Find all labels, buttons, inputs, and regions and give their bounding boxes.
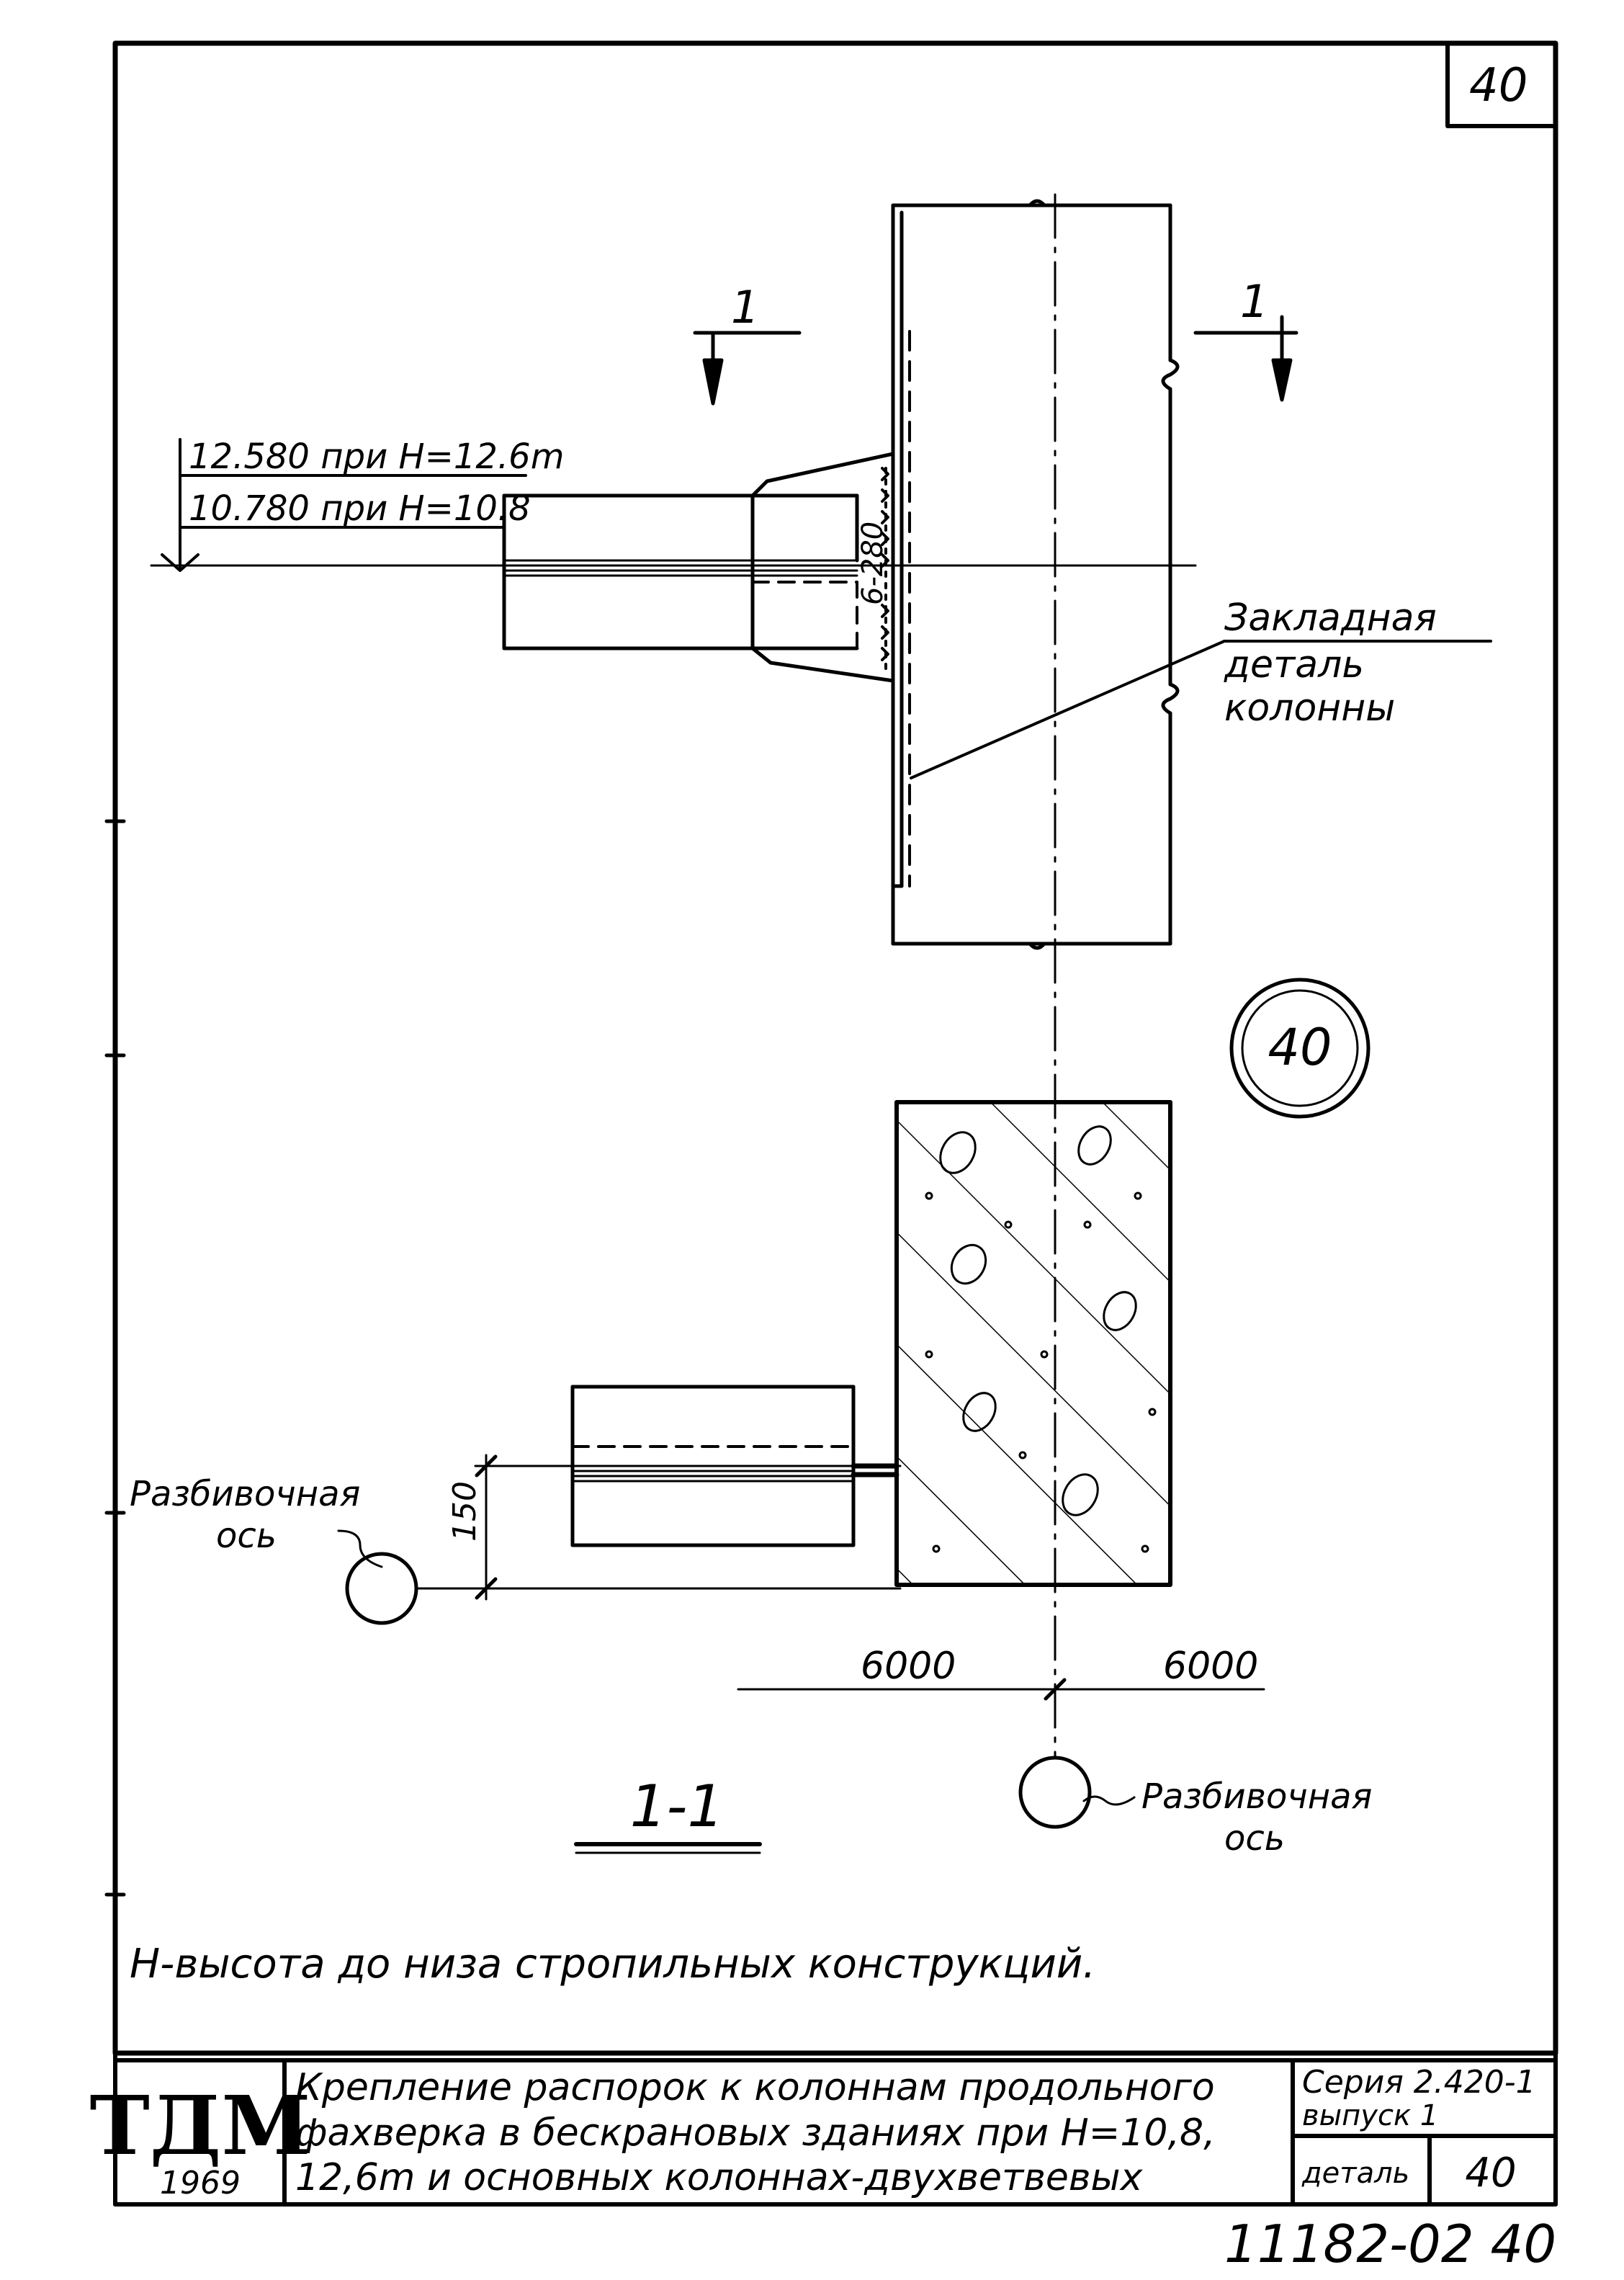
section-mark-right: 1 — [1240, 275, 1268, 328]
dim-150-label: 150 — [447, 1481, 483, 1542]
section-mark-left: 1 — [731, 281, 759, 334]
axis-label-left-2: ось — [216, 1516, 277, 1556]
axis-bubble-right — [1018, 1756, 1092, 1829]
detail-circle-label: 40 — [1268, 1018, 1332, 1077]
title-block — [113, 2051, 1558, 2207]
sheet-frame — [112, 40, 1558, 2056]
section-cut-right — [1193, 315, 1298, 402]
title-line-1: Крепление распорок к колоннам продольног… — [295, 2066, 1215, 2109]
concrete-aggregate — [925, 1125, 1157, 1553]
embedded-plate — [891, 210, 904, 888]
embedded-part-label-3: колонны — [1224, 687, 1395, 730]
column-section — [894, 1100, 1172, 1587]
axis-leader-left — [337, 1529, 383, 1568]
elevation-label-lower: 10.780 при H=10.8 — [189, 488, 531, 529]
elevation-label-upper: 12.580 при H=12.6m — [189, 437, 564, 477]
elevation-marker — [150, 438, 1197, 572]
height-note: H-высота до низа стропильных конструкций… — [130, 1941, 1095, 1988]
strut-elevation — [502, 493, 859, 651]
title-line-3: 12,6m и основных колоннах-двухветвевых — [295, 2156, 1144, 2199]
gusset-plate — [750, 452, 895, 683]
dim-6000-right-label: 6000 — [1163, 1645, 1258, 1688]
section-title: 1-1 — [630, 1773, 724, 1840]
axis-label-right-2: ось — [1224, 1818, 1285, 1859]
dimension-150 — [474, 1454, 902, 1601]
sheet-number: 40 — [1469, 59, 1527, 112]
section-cut-left — [693, 331, 802, 406]
title-block-logo: ТДМ — [90, 2079, 311, 2173]
detail-circle-outer — [1229, 978, 1370, 1119]
weld-marks — [881, 467, 889, 671]
series-line-2: выпуск 1 — [1302, 2099, 1438, 2132]
dimension-6000 — [737, 1678, 1265, 1701]
gusset-hidden-outline — [751, 581, 858, 650]
column-elevation — [891, 199, 1180, 950]
axis-label-left-1: Разбивочная — [130, 1474, 360, 1514]
embedded-part-label-1: Закладная — [1224, 596, 1437, 640]
title-block-year: 1969 — [160, 2165, 241, 2201]
sheet-number-box — [1445, 41, 1558, 128]
detail-circle-inner — [1241, 989, 1359, 1107]
title-line-2: фахверка в бескрановых зданиях при H=10,… — [295, 2111, 1216, 2155]
embedded-part-label-2: деталь — [1224, 643, 1364, 687]
column-section-hatch — [897, 1102, 1170, 1585]
embedded-part-leader — [910, 640, 1226, 779]
weld-label: 6-280 — [856, 522, 889, 605]
detail-label: деталь — [1301, 2157, 1409, 2190]
axis-label-right-1: Разбивочная — [1141, 1776, 1372, 1817]
dim-6000-left-label: 6000 — [861, 1645, 956, 1688]
axis-bubble-left — [345, 1552, 418, 1625]
axis-leader-right — [1082, 1795, 1136, 1806]
series-line-1: Серия 2.420-1 — [1302, 2064, 1536, 2101]
archive-number: 11182-02 40 — [1224, 2214, 1556, 2274]
edge-ticks — [104, 819, 126, 1897]
detail-value: 40 — [1465, 2150, 1516, 2196]
